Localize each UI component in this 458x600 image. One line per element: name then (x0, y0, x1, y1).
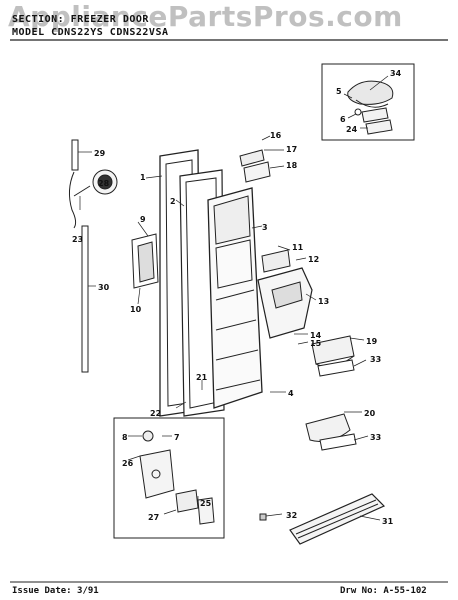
callout-19: 19 (366, 337, 378, 346)
callout-33b: 33 (370, 433, 381, 442)
bracket-26 (139, 449, 175, 499)
callout-34: 34 (390, 69, 402, 78)
part-16 (239, 149, 265, 167)
strip-30 (81, 225, 89, 373)
callout-8: 8 (122, 433, 128, 442)
callout-12: 12 (308, 255, 319, 264)
callout-16: 16 (270, 131, 282, 140)
callout-32: 32 (286, 511, 297, 520)
callout-1: 1 (140, 173, 146, 182)
callout-24: 24 (346, 125, 358, 134)
callout-30: 30 (98, 283, 110, 292)
callout-2: 2 (170, 197, 176, 206)
door-bins (305, 335, 357, 451)
hinge-cover-34 (347, 80, 394, 105)
left-strips (68, 139, 118, 373)
callout-23: 23 (72, 235, 83, 244)
callout-5: 5 (336, 87, 342, 96)
lower-inset (113, 417, 225, 539)
hinge-plate-24 (365, 119, 393, 135)
leader-lines (78, 75, 389, 521)
part-25 (197, 497, 215, 525)
watermark-logo: AppliancePartsPros.com (8, 0, 403, 33)
kickplate-grille (259, 493, 386, 545)
strip-29 (71, 139, 79, 171)
callout-11: 11 (292, 243, 304, 252)
screw-32 (259, 513, 267, 521)
callout-25: 25 (200, 499, 212, 508)
hinge-block (361, 107, 389, 123)
section-title: SECTION: FREEZER DOOR (12, 14, 149, 25)
washer-6 (354, 108, 362, 116)
inset-box (321, 63, 415, 141)
callout-31: 31 (382, 517, 394, 526)
callout-13: 13 (318, 297, 329, 306)
callout-18: 18 (286, 161, 298, 170)
callout-33a: 33 (370, 355, 381, 364)
part-number-labels: 1 2 3 4 5 6 7 8 9 10 11 12 13 14 15 16 1… (72, 69, 402, 526)
callout-28: 28 (98, 179, 110, 188)
callout-17: 17 (286, 145, 297, 154)
callout-27: 27 (148, 513, 159, 522)
hinge-inset (321, 63, 415, 141)
callout-4: 4 (288, 389, 294, 398)
callout-10: 10 (130, 305, 142, 314)
inset-box-lower (113, 417, 225, 539)
trim-33b (319, 433, 357, 451)
part-12 (261, 249, 291, 273)
callout-20: 20 (364, 409, 376, 418)
liner-ice-chute (213, 195, 251, 245)
part-27 (175, 489, 199, 513)
callout-21: 21 (196, 373, 208, 382)
callout-22: 22 (150, 409, 161, 418)
part-18 (243, 161, 271, 183)
model-line: MODEL CDNS22YS CDNS22VSA (12, 27, 169, 38)
callout-26: 26 (122, 459, 134, 468)
trim-33a (317, 359, 355, 377)
callout-14: 14 (310, 331, 322, 340)
dispenser-frame (131, 233, 159, 289)
callout-7: 7 (174, 433, 180, 442)
hinge-parts-top-right (239, 149, 271, 183)
door-liner (207, 187, 263, 409)
callout-15: 15 (310, 339, 322, 348)
callout-6: 6 (340, 115, 346, 124)
callout-29: 29 (94, 149, 106, 158)
drawing-number: Drw No: A-55-102 (340, 586, 427, 596)
callout-9: 9 (140, 215, 146, 224)
heater-wire (68, 171, 77, 229)
dispenser-housing (257, 249, 313, 339)
issue-date: Issue Date: 3/91 (12, 586, 99, 596)
callout-3: 3 (262, 223, 268, 232)
